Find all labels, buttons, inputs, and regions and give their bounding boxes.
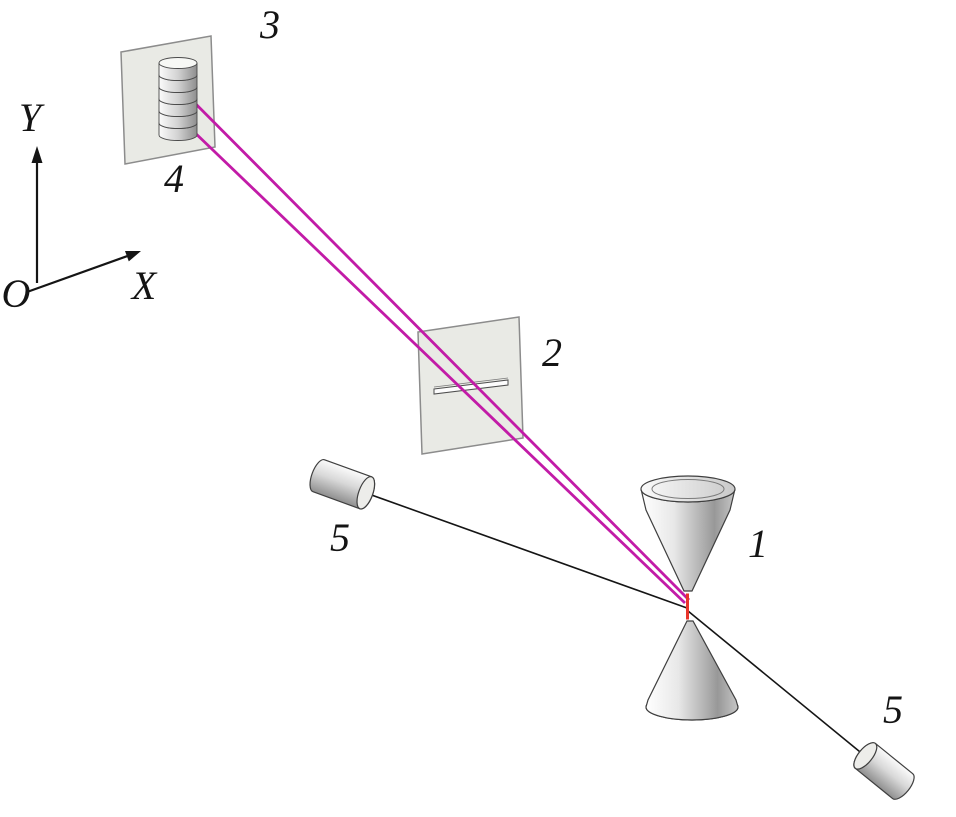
figure-labels: O X Y 1 2 3 4 5 5 bbox=[2, 2, 903, 732]
sample-stack bbox=[158, 57, 198, 141]
detector-cylinder-right bbox=[853, 742, 915, 800]
slit-plate bbox=[417, 316, 524, 455]
anvil-lower-body bbox=[645, 620, 739, 721]
detector-line-right bbox=[687, 610, 866, 757]
beam-line-lower bbox=[190, 127, 686, 605]
label-slit-plate: 2 bbox=[542, 330, 562, 375]
x-axis-line bbox=[26, 252, 134, 294]
label-sample-stack: 4 bbox=[164, 156, 184, 201]
anvil-cell bbox=[640, 475, 739, 721]
anvil-upper-rim bbox=[651, 479, 725, 499]
detector-cylinder-left bbox=[309, 459, 376, 510]
label-anvil-cell: 1 bbox=[748, 521, 768, 566]
detector-right-cap bbox=[853, 742, 878, 770]
label-detector-left: 5 bbox=[330, 515, 350, 560]
y-axis-arrowhead bbox=[31, 146, 43, 163]
anvil-upper-top-face bbox=[640, 475, 736, 503]
slit-opening bbox=[433, 379, 509, 395]
xray-beams bbox=[165, 73, 690, 605]
detector-left-cap bbox=[356, 476, 376, 510]
label-origin: O bbox=[2, 271, 31, 316]
detector-line-left bbox=[365, 492, 688, 609]
beam-line-upper bbox=[165, 73, 690, 601]
x-axis-arrowhead bbox=[125, 251, 141, 262]
detector-sight-line bbox=[365, 492, 866, 757]
stack-coin-top bbox=[158, 57, 198, 69]
label-detector-plate: 3 bbox=[259, 2, 280, 47]
label-axis-x: X bbox=[130, 263, 158, 308]
detector-right-body bbox=[853, 742, 915, 800]
coordinate-axes bbox=[26, 146, 141, 294]
label-detector-right: 5 bbox=[883, 687, 903, 732]
label-axis-y: Y bbox=[19, 95, 45, 140]
